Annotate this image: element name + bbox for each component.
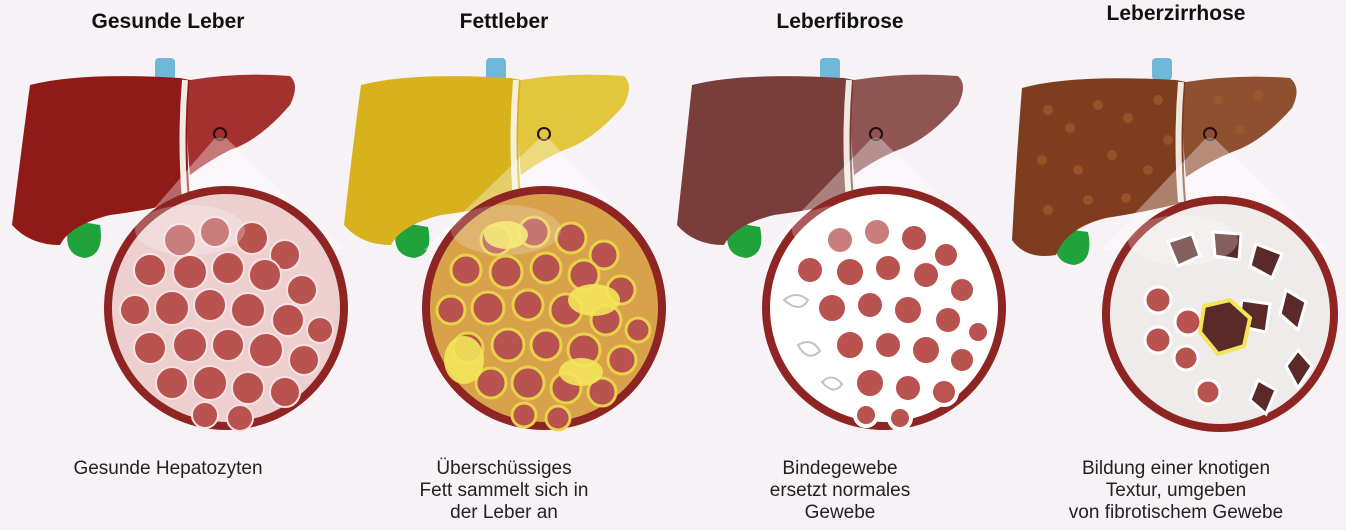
caption-line: von fibrotischem Gewebe <box>1008 502 1344 524</box>
portal-vein <box>820 58 840 80</box>
cirrhosis-liver-illustration <box>1008 0 1344 450</box>
stage-panel-cirrhosis: Leberzirrhose <box>1008 0 1344 530</box>
caption-line: Bindegewebe <box>672 458 1008 480</box>
healthy-liver-illustration <box>0 0 336 450</box>
caption-line: der Leber an <box>336 502 672 524</box>
portal-vein <box>1152 58 1172 80</box>
fibrosis-liver-illustration <box>672 0 1008 450</box>
caption-line: Fett sammelt sich in <box>336 480 672 502</box>
tissue-magnification-circle <box>762 186 1006 430</box>
stage-caption: Überschüssiges Fett sammelt sich in der … <box>336 458 672 524</box>
portal-vein <box>486 58 506 80</box>
tissue-magnification-circle <box>104 186 348 431</box>
stage-panel-fibrosis: Leberfibrose <box>672 0 1008 530</box>
stage-panel-fatty: Fettleber <box>336 0 672 530</box>
caption-line: Bildung einer knotigen <box>1008 458 1344 480</box>
caption-line: Gewebe <box>672 502 1008 524</box>
fatty-liver-illustration <box>336 0 672 450</box>
caption-line: Textur, umgeben <box>1008 480 1344 502</box>
caption-line: Überschüssiges <box>336 458 672 480</box>
tissue-magnification-circle <box>1102 196 1338 432</box>
stage-caption: Bildung einer knotigen Textur, umgeben v… <box>1008 458 1344 524</box>
stage-caption: Bindegewebe ersetzt normales Gewebe <box>672 458 1008 524</box>
portal-vein <box>155 58 175 80</box>
caption-line: Gesunde Hepatozyten <box>0 458 336 480</box>
tissue-magnification-circle <box>422 186 666 430</box>
caption-line: ersetzt normales <box>672 480 1008 502</box>
stage-panel-healthy: Gesunde Leber Gesunde Hepatozyt <box>0 0 336 530</box>
stage-caption: Gesunde Hepatozyten <box>0 458 336 480</box>
